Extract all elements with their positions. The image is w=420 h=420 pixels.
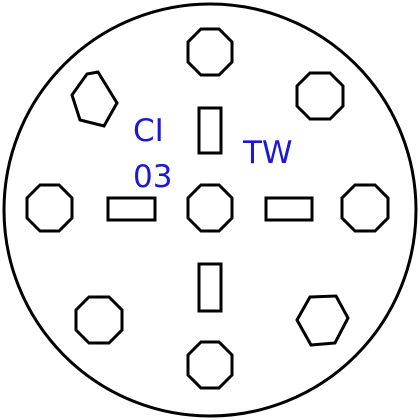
label-number: 03 (133, 159, 172, 195)
label-ci: CI (133, 113, 164, 149)
pin-octagon-left (25, 183, 74, 233)
pin-hexagon-upper-left (70, 70, 119, 128)
pin-octagon-bottom (186, 340, 234, 390)
pin-octagon-upper-right (295, 71, 345, 121)
pin-octagon-top (186, 27, 234, 77)
pin-octagon-lower-left (74, 295, 124, 345)
slot-bottom (197, 262, 223, 313)
label-tw: TW (242, 135, 293, 171)
slot-top (197, 106, 223, 155)
pin-octagon-center (186, 183, 234, 233)
slot-right (264, 196, 314, 222)
pin-hexagon-lower-right (295, 294, 350, 347)
slot-left (106, 196, 157, 222)
pin-octagon-right (340, 183, 390, 233)
